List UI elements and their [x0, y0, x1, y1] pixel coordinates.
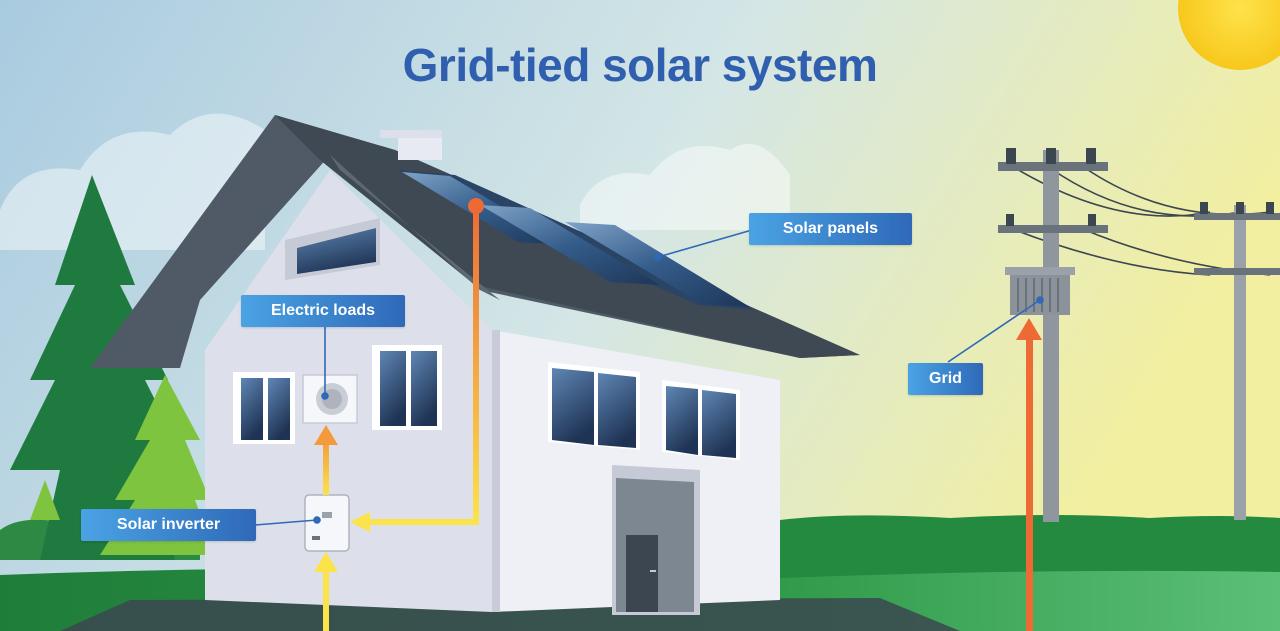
- flow-arrow-inverter: [350, 512, 370, 532]
- sun: [1178, 0, 1280, 70]
- flow-origin-dot: [468, 198, 484, 214]
- flow-grid-to-transformer: [1026, 335, 1033, 631]
- label-solar-panels: Solar panels: [749, 213, 912, 245]
- solar-panels: [398, 170, 755, 310]
- small-tree: [30, 480, 60, 520]
- leader-lines: [254, 229, 1044, 526]
- label-electric-loads: Electric loads: [241, 295, 405, 327]
- flow-arrow-transformer: [1016, 318, 1042, 340]
- clouds: [0, 113, 790, 250]
- flow-grid-to-inverter: [323, 568, 329, 631]
- flow-inverter-to-loads: [323, 440, 329, 495]
- label-grid: Grid: [908, 363, 983, 395]
- label-solar-inverter: Solar inverter: [81, 509, 256, 541]
- flow-panels-to-inverter: [355, 206, 479, 525]
- diagram-title: Grid-tied solar system: [402, 39, 878, 91]
- flow-arrow-grid-inverter: [314, 552, 338, 572]
- transformer: [1005, 267, 1075, 315]
- utility-pole-back: [1194, 202, 1280, 520]
- utility-pole-front: [998, 148, 1108, 522]
- flow-arrow-loads: [314, 425, 338, 445]
- air-conditioner: [302, 374, 358, 424]
- house-shadow: [60, 598, 960, 631]
- solar-inverter-device: [304, 494, 350, 552]
